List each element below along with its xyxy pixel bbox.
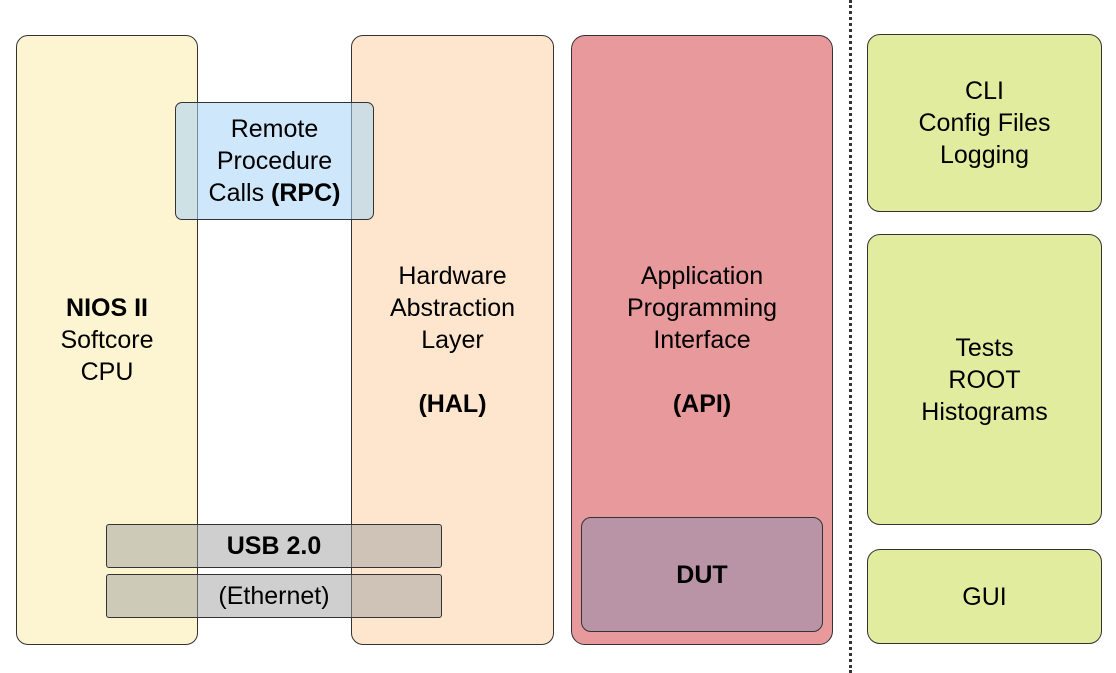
tests-line-root: ROOT [948,365,1021,394]
usb-block: USB 2.0 [106,524,442,568]
api-abbr: (API) [672,390,732,418]
usb-label: USB 2.0 [226,532,322,560]
hal-line-abstraction: Abstraction [389,294,516,322]
cli-config-logging-block: CLI Config Files Logging [867,34,1102,212]
hal-block: Hardware Abstraction Layer (HAL) [351,35,554,645]
hal-line-layer: Layer [421,326,484,354]
api-line-programming: Programming [626,294,778,322]
tests-line-tests: Tests [955,333,1014,362]
dut-block: DUT [581,517,823,632]
hal-abbr: (HAL) [418,390,487,418]
nios-line-cpu: CPU [80,358,134,386]
rpc-block: Remote Procedure Calls (RPC) [175,102,374,220]
rpc-calls-text: Calls [208,179,272,207]
nios-line-softcore: Softcore [60,326,154,354]
ethernet-block: (Ethernet) [106,574,442,618]
rpc-line-remote: Remote [230,115,319,143]
tests-root-histograms-block: Tests ROOT Histograms [867,234,1102,525]
rpc-line-procedure: Procedure [216,147,333,175]
dotted-divider [849,0,852,673]
tests-line-histograms: Histograms [921,397,1048,426]
dut-label: DUT [676,560,728,589]
cli-line-logging: Logging [940,141,1029,169]
ethernet-label: (Ethernet) [218,582,330,610]
rpc-line-calls: Calls (RPC) [209,177,341,209]
nios-title: NIOS II [66,294,148,322]
api-line-interface: Interface [653,326,751,354]
gui-label: GUI [962,582,1007,611]
cli-line-config-files: Config Files [918,109,1051,137]
cli-line-cli: CLI [965,77,1004,105]
api-text-group: Application Programming Interface (API) [627,260,777,420]
rpc-abbr: (RPC) [271,179,341,207]
api-line-application: Application [640,262,764,290]
hal-line-hardware: Hardware [398,262,507,290]
gui-block: GUI [867,549,1102,644]
